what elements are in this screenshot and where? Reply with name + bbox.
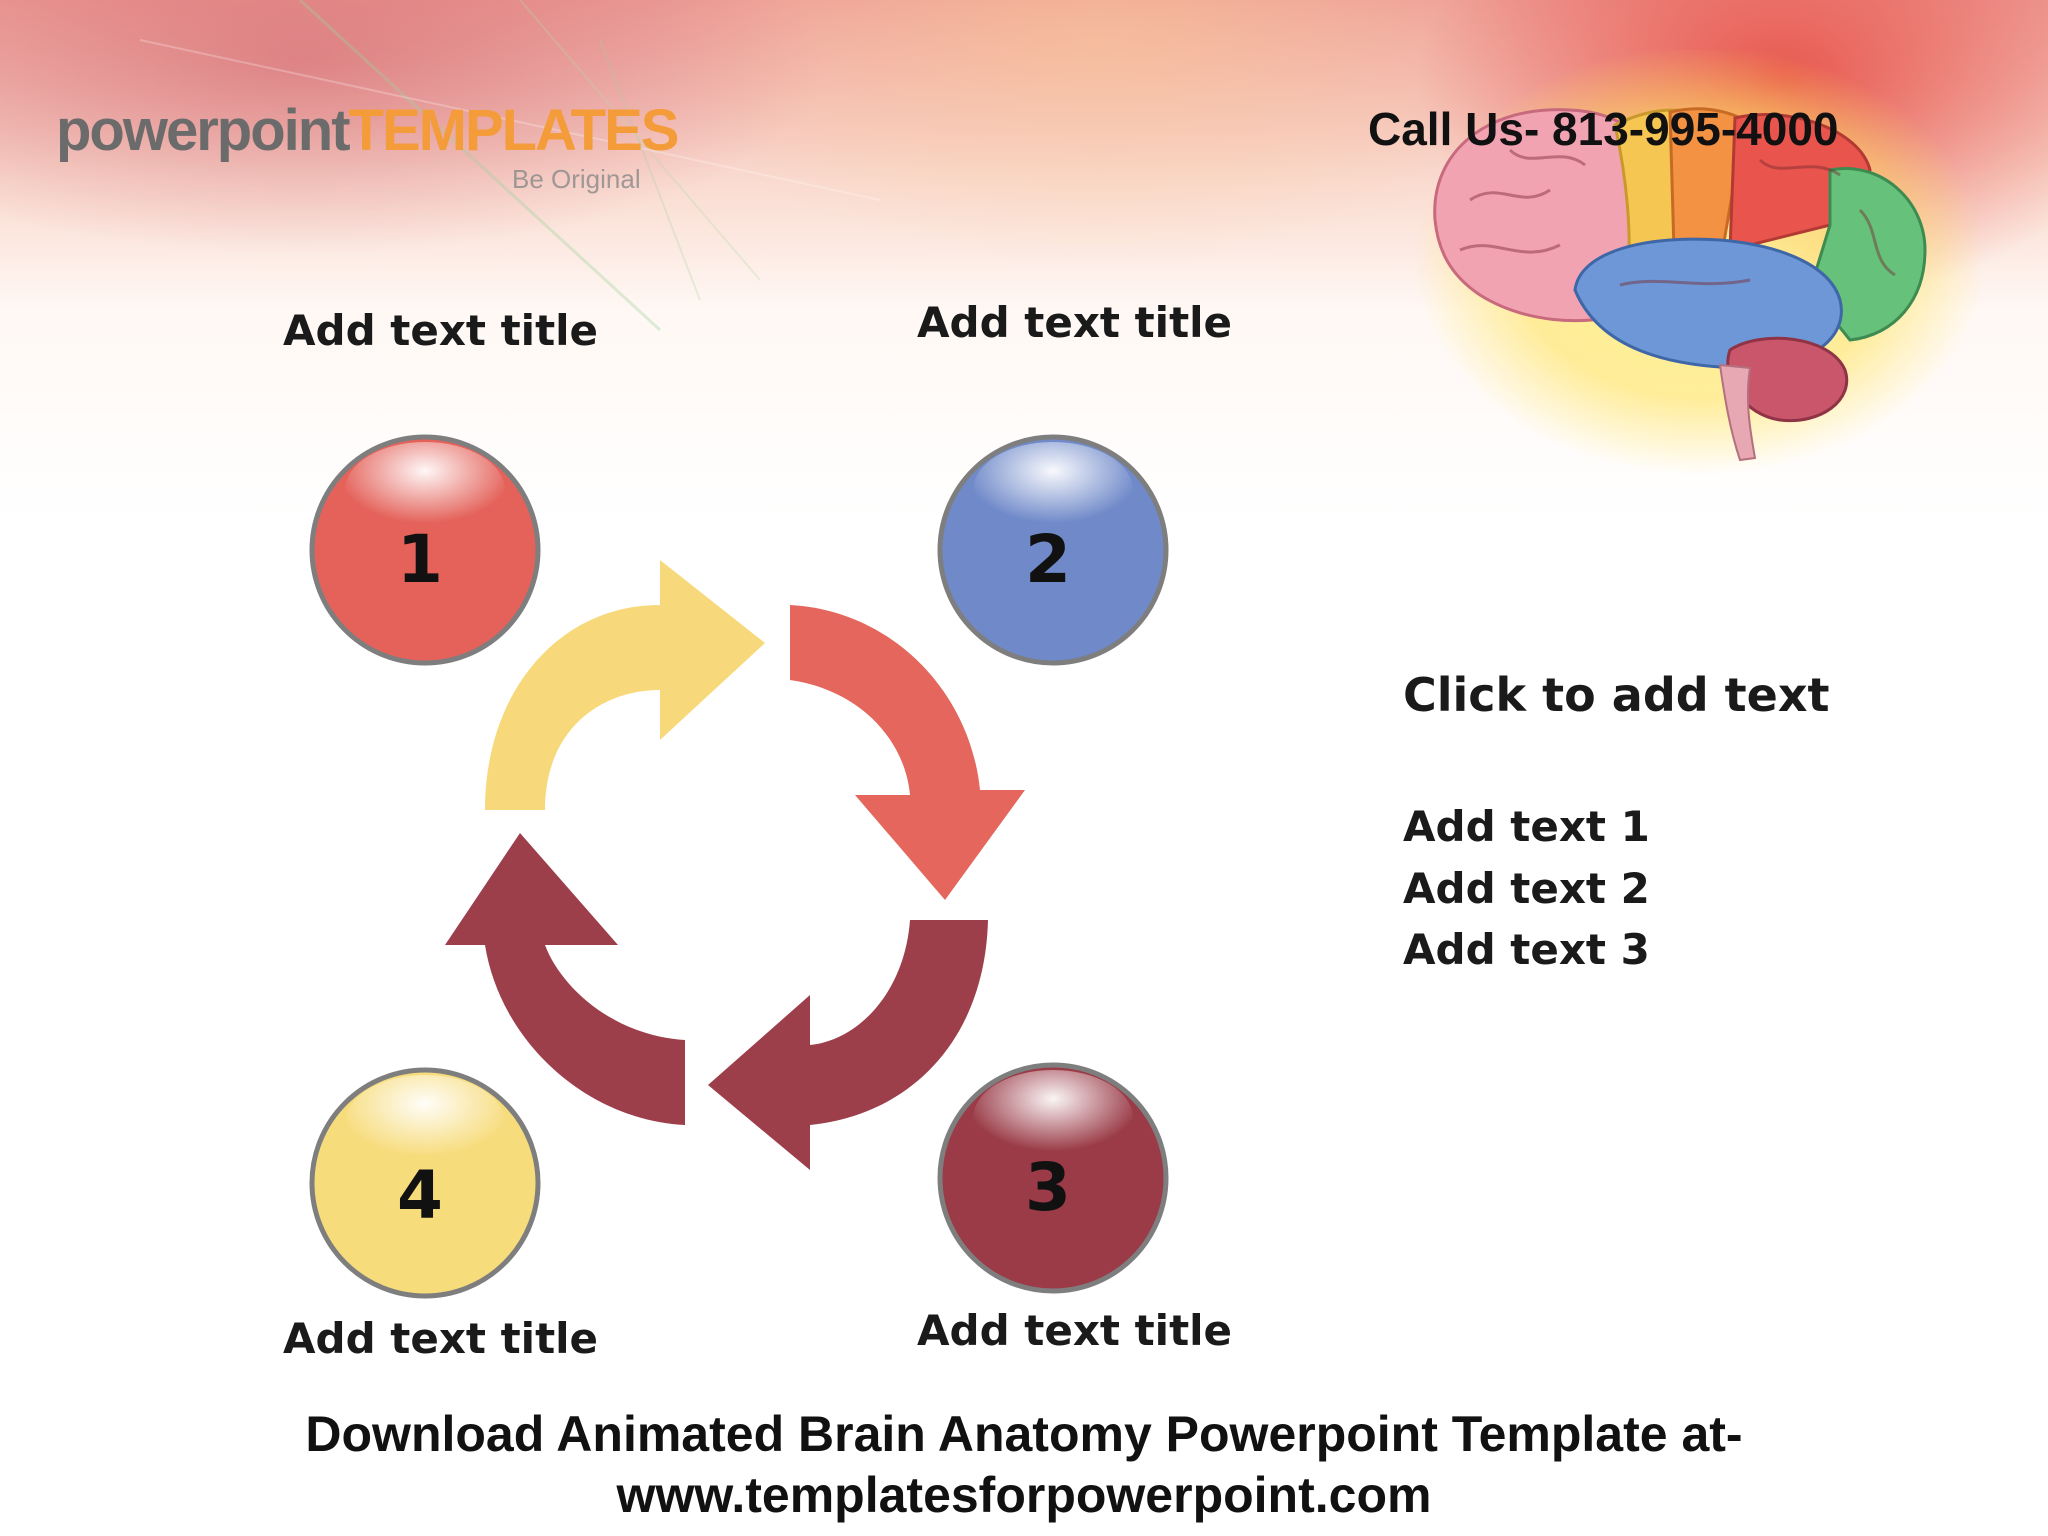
- brand-logo: powerpointTEMPLATES: [56, 102, 679, 160]
- step-4-circle[interactable]: [309, 1067, 541, 1299]
- step-2-title[interactable]: Add text title: [917, 298, 1233, 347]
- footer-website-link[interactable]: www.templatesforpowerpoint.com: [616, 1467, 1432, 1523]
- cycle-diagram: 1 2 4 3: [309, 434, 1169, 1299]
- step-4-title[interactable]: Add text title: [283, 1314, 599, 1363]
- cycle-arrow-yellow: [485, 560, 765, 810]
- step-1-circle[interactable]: [309, 434, 541, 666]
- footer-download-line: Download Animated Brain Anatomy Powerpoi…: [305, 1406, 1743, 1462]
- side-heading[interactable]: Click to add text: [1403, 668, 1830, 722]
- side-item-2[interactable]: Add text 2: [1403, 864, 1650, 913]
- cycle-arrow-maroon-upper: [445, 833, 685, 1125]
- call-us-phone: Call Us- 813-995-4000: [1368, 103, 1839, 155]
- logo-text-secondary: TEMPLATES: [348, 98, 680, 163]
- logo-text-primary: powerpoint: [56, 98, 351, 163]
- step-4-number: 4: [397, 1157, 443, 1234]
- cycle-arrow-maroon-lower: [708, 920, 988, 1170]
- step-1-title[interactable]: Add text title: [283, 306, 599, 355]
- step-3-circle[interactable]: [937, 1062, 1169, 1294]
- step-3-title[interactable]: Add text title: [917, 1306, 1233, 1355]
- brain-illustration: [1415, 50, 1980, 475]
- step-1-number: 1: [397, 521, 443, 598]
- side-item-1[interactable]: Add text 1: [1403, 802, 1650, 851]
- cycle-arrow-red: [790, 605, 1025, 900]
- step-2-circle[interactable]: [937, 434, 1169, 666]
- side-item-3[interactable]: Add text 3: [1403, 925, 1650, 974]
- step-3-number: 3: [1025, 1149, 1071, 1226]
- logo-tagline: Be Original: [512, 164, 641, 194]
- step-2-number: 2: [1025, 521, 1071, 598]
